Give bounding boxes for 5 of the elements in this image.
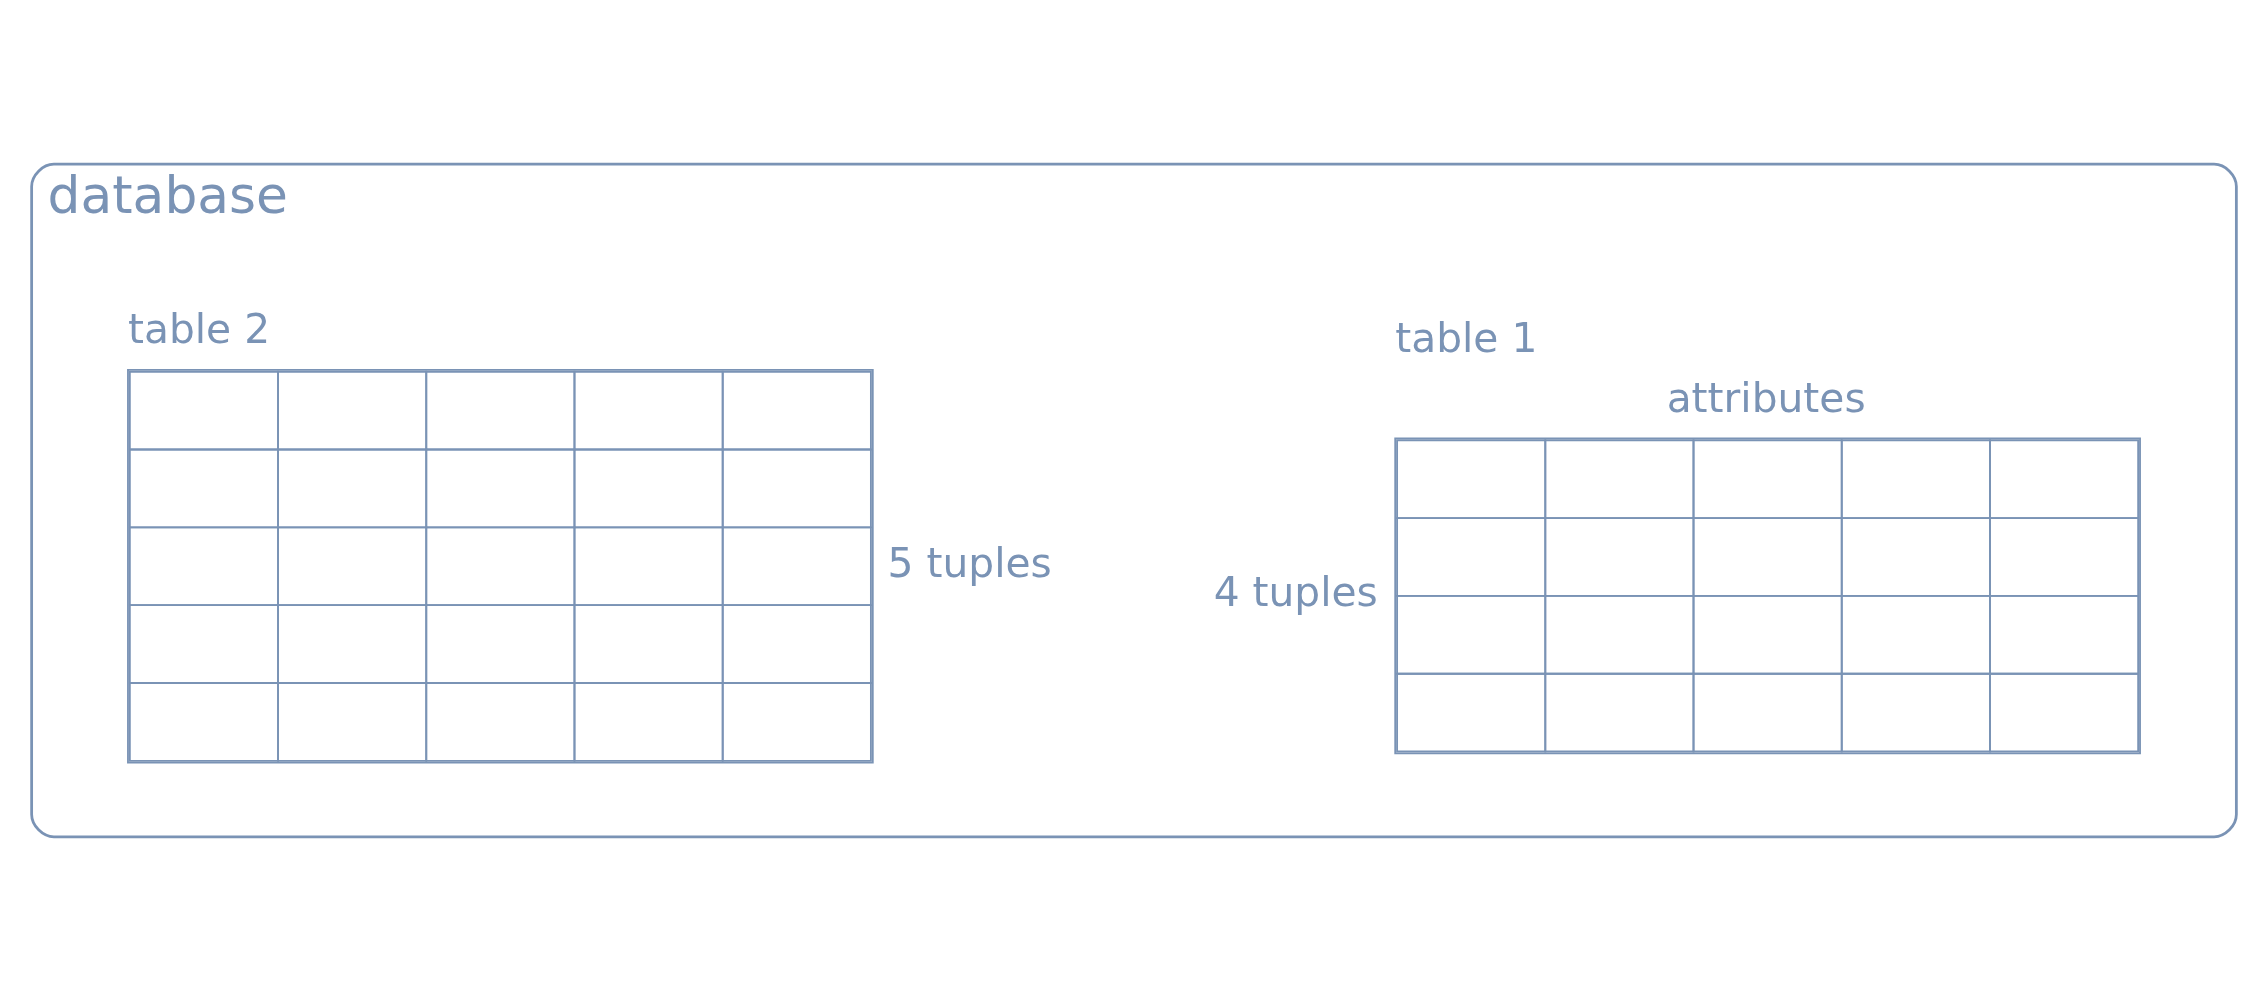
- node-label: table 2: [127, 304, 271, 353]
- node-label: attributes: [1666, 373, 1866, 422]
- node-label: table 1: [1395, 313, 1538, 362]
- node-label: 5 tuples: [887, 538, 1052, 587]
- node-label: 4 tuples: [1213, 567, 1378, 616]
